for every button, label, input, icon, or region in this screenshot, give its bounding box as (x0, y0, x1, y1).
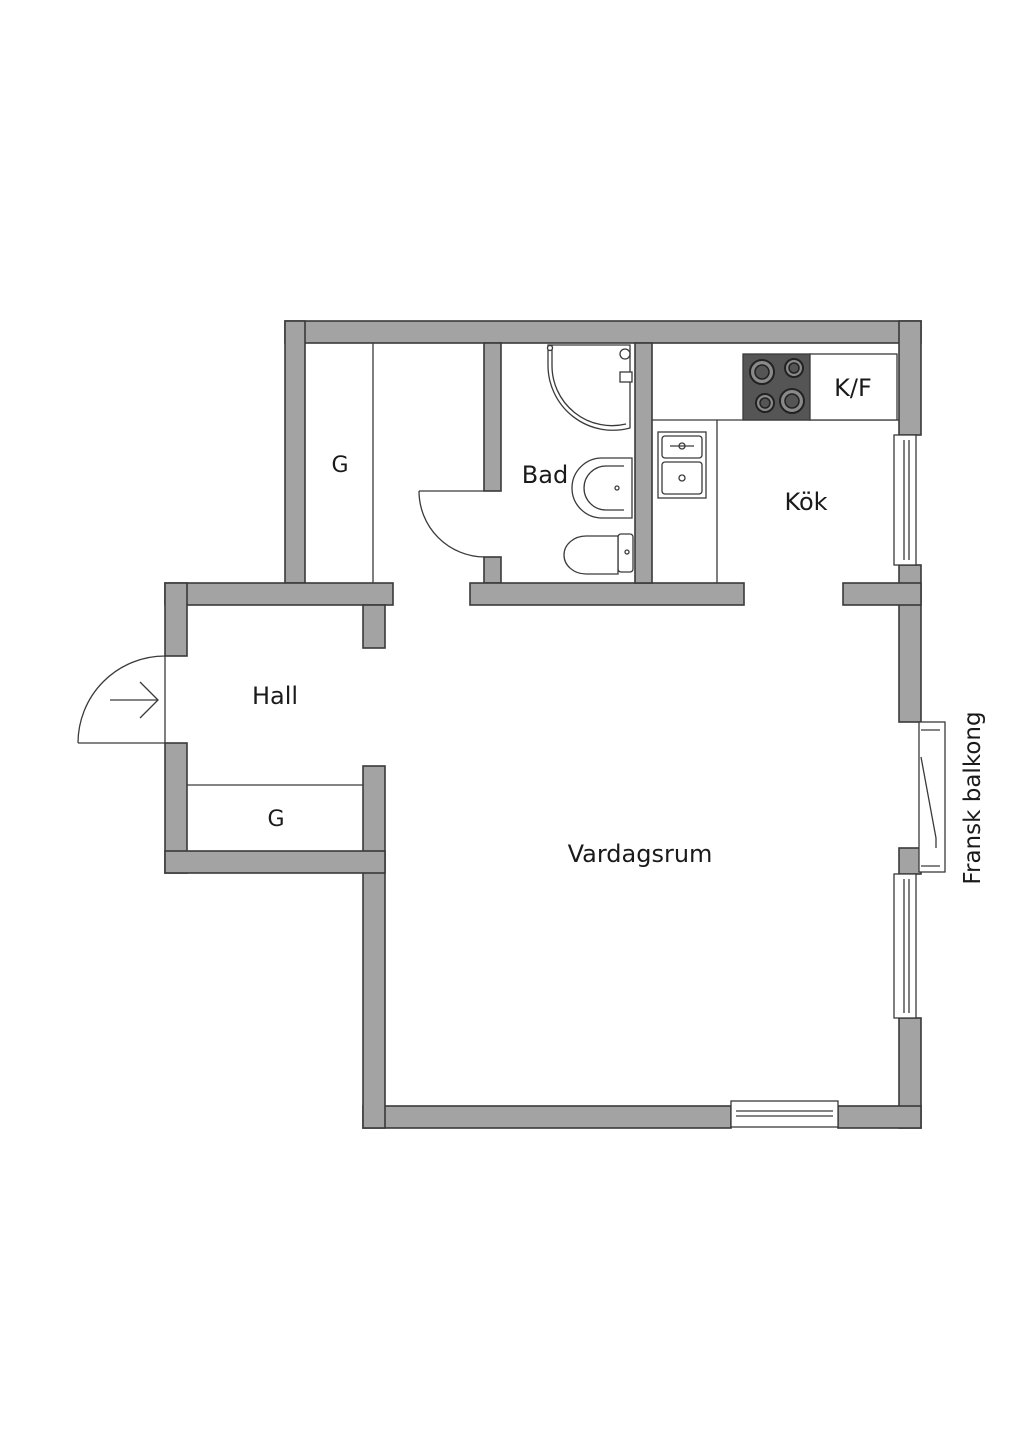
wall-wardrobe-left (284, 320, 306, 584)
kitchen-sink-icon (657, 431, 707, 499)
label-vardagsrum: Vardagsrum (568, 840, 713, 868)
fridge-freezer (809, 353, 898, 421)
shower-icon (546, 344, 633, 431)
entrance-arrow-icon (110, 681, 159, 719)
windows (730, 434, 946, 1128)
window-living-right (893, 873, 917, 1019)
label-garderob-top: G (331, 453, 348, 478)
label-garderob-bottom: G (267, 807, 284, 832)
label-kok: Kök (784, 488, 827, 516)
wall-hall-left-upper (164, 582, 188, 657)
entrance-door (77, 655, 166, 744)
washbasin-icon (571, 457, 633, 519)
wall-bath-left-lower (483, 556, 502, 584)
wall-kitchen-stub (842, 582, 922, 606)
window-living-bottom (730, 1100, 839, 1128)
wall-right-mid2 (898, 847, 922, 875)
walls (164, 320, 922, 1129)
label-kf: K/F (834, 374, 872, 402)
window-kitchen (893, 434, 917, 566)
wall-bottom-left (362, 1105, 732, 1129)
wall-right-upper (898, 320, 922, 436)
label-fransk-balkong: Fransk balkong (960, 711, 986, 884)
wall-bath-bottom (469, 582, 745, 606)
doors (77, 490, 485, 744)
wall-hall-top (164, 582, 394, 606)
label-bad: Bad (522, 461, 568, 489)
wall-living-left (362, 765, 386, 1129)
stove-icon (742, 353, 811, 421)
wall-hall-stub (362, 604, 386, 649)
wall-hall-bottom (164, 850, 386, 874)
french-balcony (918, 721, 946, 873)
wall-top (284, 320, 922, 344)
bathroom-door (418, 490, 485, 558)
label-hall: Hall (252, 682, 298, 710)
wall-bath-left (483, 342, 502, 492)
wall-bath-kitchen (634, 342, 653, 584)
wall-bottom-right (837, 1105, 922, 1129)
toilet-icon (563, 533, 634, 575)
